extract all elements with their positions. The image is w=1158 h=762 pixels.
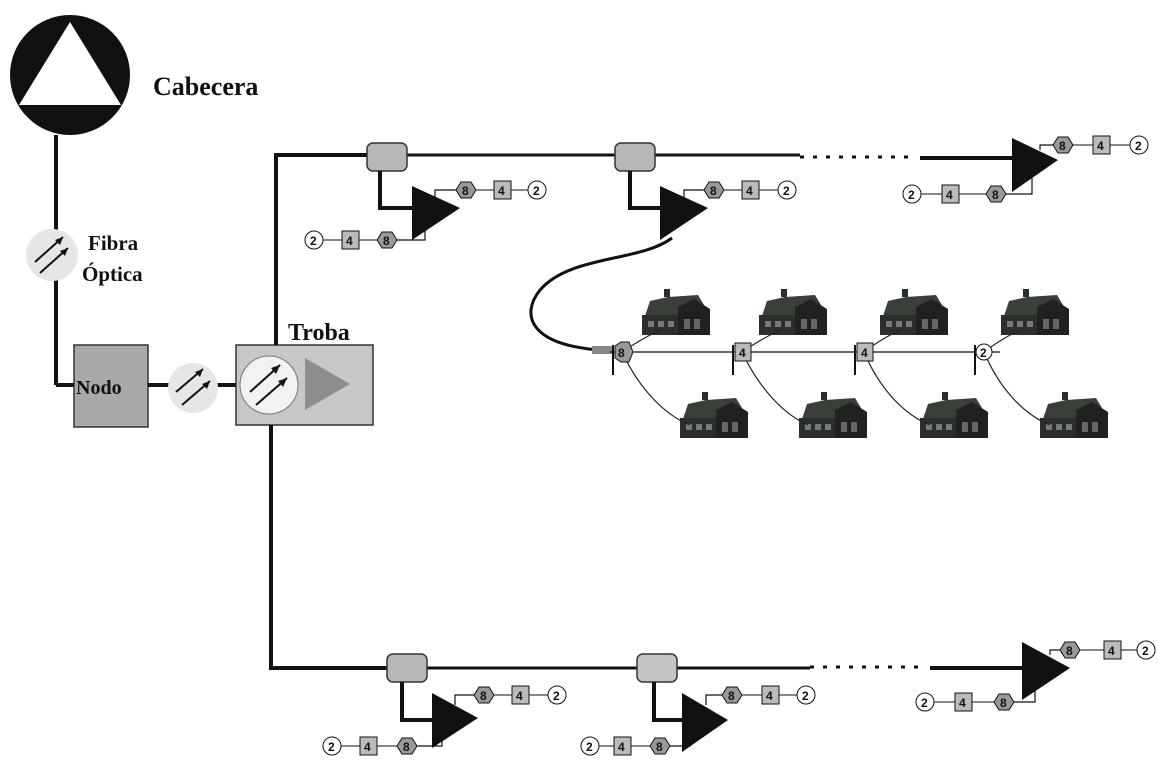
svg-text:4: 4 — [861, 346, 868, 360]
house-icon — [759, 289, 827, 335]
amplifier-icon — [1022, 642, 1070, 700]
svg-text:2: 2 — [328, 740, 335, 754]
node-box — [73, 344, 149, 428]
svg-text:8: 8 — [480, 689, 487, 703]
svg-text:2: 2 — [802, 689, 809, 703]
svg-text:4: 4 — [959, 696, 966, 710]
svg-text:4: 4 — [498, 184, 505, 198]
amplifier-icon — [682, 693, 728, 752]
fiber-optic-icon-2 — [168, 363, 218, 413]
fiber-label-line1: Fibra — [88, 231, 139, 255]
tap-chain: 2 4 8 — [902, 178, 1033, 204]
tap-chain: 2 4 8 — [580, 736, 691, 756]
svg-text:8: 8 — [992, 188, 999, 202]
tap-icon: 2 — [975, 343, 993, 361]
svg-text:8: 8 — [462, 184, 469, 198]
svg-text:8: 8 — [656, 740, 663, 754]
svg-text:4: 4 — [618, 740, 625, 754]
svg-text:4: 4 — [364, 740, 371, 754]
svg-text:4: 4 — [946, 188, 953, 202]
tap-chain: 8 4 2 — [683, 180, 797, 200]
amplifier-icon — [1012, 138, 1058, 192]
svg-text:2: 2 — [533, 184, 540, 198]
tap-chain: 2 4 8 — [304, 225, 426, 250]
house-icon — [680, 392, 748, 438]
tap-chain: 8 4 2 — [1049, 640, 1156, 660]
svg-text:2: 2 — [1135, 139, 1142, 153]
svg-text:4: 4 — [516, 689, 523, 703]
svg-text:2: 2 — [921, 696, 928, 710]
svg-text:2: 2 — [553, 689, 560, 703]
tap-chain: 2 4 8 — [322, 735, 443, 756]
troba-box — [235, 344, 374, 426]
house-icon — [1040, 392, 1108, 438]
amplifier-icon — [660, 186, 708, 240]
svg-text:2: 2 — [586, 740, 593, 754]
splitter-icon — [386, 653, 428, 683]
tap-chain: 8 4 2 — [434, 180, 547, 200]
tap-icon: 8 — [614, 341, 634, 363]
amplifier-icon — [412, 186, 460, 240]
tap-icon: 4 — [856, 342, 874, 362]
svg-text:4: 4 — [346, 234, 353, 248]
house-icon — [1001, 289, 1069, 335]
svg-text:2: 2 — [980, 346, 987, 360]
house-icon — [642, 289, 710, 335]
house-icon — [799, 392, 867, 438]
svg-text:8: 8 — [383, 234, 390, 248]
fiber-optic-icon — [26, 229, 78, 281]
tap-chain: 8 4 2 — [454, 685, 567, 705]
svg-text:2: 2 — [908, 188, 915, 202]
svg-text:4: 4 — [1108, 644, 1115, 658]
svg-text:4: 4 — [766, 689, 773, 703]
splitter-icon — [366, 142, 408, 172]
tap-icon: 4 — [734, 342, 752, 362]
splitter-icon — [636, 653, 678, 683]
node-label: Nodo — [76, 377, 122, 399]
house-icon — [920, 392, 988, 438]
tap-chain: 8 4 2 — [705, 685, 816, 705]
svg-text:8: 8 — [1059, 139, 1066, 153]
tap-chain: 2 4 8 — [915, 690, 1036, 712]
svg-text:8: 8 — [1000, 696, 1007, 710]
svg-text:4: 4 — [1097, 139, 1104, 153]
amplifier-icon — [305, 358, 350, 410]
svg-text:8: 8 — [403, 740, 410, 754]
headend-icon — [10, 15, 130, 135]
svg-text:4: 4 — [746, 184, 753, 198]
coax-cable — [529, 236, 673, 352]
headend-label: Cabecera — [153, 72, 258, 101]
tap-chain: 8 4 2 — [1039, 135, 1149, 155]
svg-text:2: 2 — [783, 184, 790, 198]
svg-text:8: 8 — [618, 346, 625, 360]
svg-text:4: 4 — [739, 346, 746, 360]
fiber-label-line2: Óptica — [82, 262, 143, 286]
svg-text:2: 2 — [1142, 644, 1149, 658]
svg-text:8: 8 — [1066, 644, 1073, 658]
svg-text:8: 8 — [710, 184, 717, 198]
svg-text:2: 2 — [310, 234, 317, 248]
svg-text:8: 8 — [728, 689, 735, 703]
splitter-icon — [614, 142, 656, 172]
amplifier-icon — [432, 693, 478, 748]
troba-label: Troba — [288, 320, 350, 346]
house-icon — [880, 289, 948, 335]
